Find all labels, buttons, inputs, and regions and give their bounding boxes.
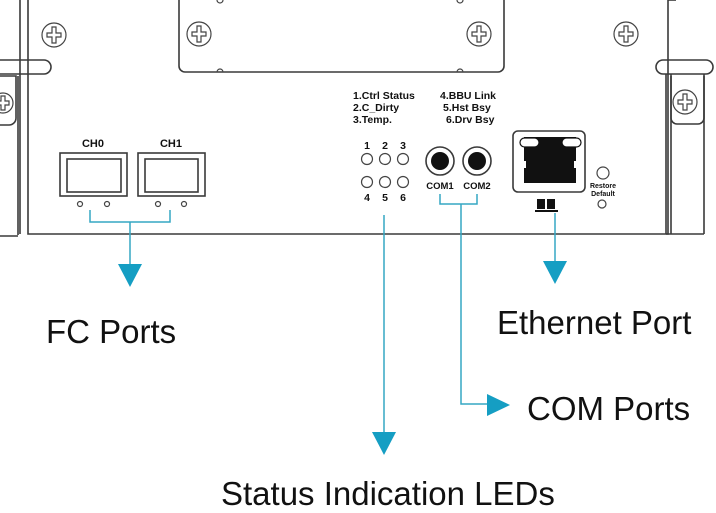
restore-label-2: Default [591, 191, 615, 198]
faceplate-screw-right-icon [613, 21, 639, 47]
led-6 [396, 175, 410, 189]
restore-default-button[interactable] [596, 166, 610, 180]
left-rail-screw-icon [0, 92, 14, 114]
right-rail-screw-icon [672, 89, 698, 115]
callout-fc-ports: FC Ports [46, 313, 177, 350]
fc-port-leds [76, 200, 188, 208]
led-3 [396, 152, 410, 166]
ethernet-icon [535, 199, 558, 212]
svg-text:6: 6 [400, 192, 406, 204]
svg-text:1: 1 [364, 140, 370, 152]
led-5 [378, 175, 392, 189]
top-cover-plate [178, 0, 505, 73]
status-leds-arrow-icon [372, 432, 396, 455]
svg-text:5: 5 [382, 192, 388, 204]
cover-screw-right-icon [466, 21, 492, 47]
ethernet-arrow-icon [543, 261, 567, 284]
led-legend-6: 6.Drv Bsy [446, 114, 495, 126]
led-legend-3: 3.Temp. [353, 114, 392, 126]
svg-text:3: 3 [400, 140, 406, 152]
fc-ch0-label: CH0 [82, 138, 104, 150]
fc-ports-arrow-icon [118, 264, 142, 287]
led-4 [360, 175, 374, 189]
restore-label-1: Restore [590, 183, 616, 190]
restore-led [597, 199, 607, 209]
com1-label: COM1 [426, 181, 454, 192]
faceplate-screw-left-icon [41, 22, 67, 48]
led-1 [360, 152, 374, 166]
com-ports-arrow-icon [487, 394, 510, 416]
callout-status-leds: Status Indication LEDs [221, 475, 555, 512]
fc-port-ch1[interactable] [137, 152, 206, 197]
led-legend-2: 2.C_Dirty [353, 102, 399, 114]
fc-ch1-label: CH1 [160, 138, 182, 150]
faceplate-outline [27, 0, 669, 235]
com2-port[interactable] [462, 146, 492, 176]
right-handle [655, 59, 714, 75]
left-bracket [0, 75, 17, 126]
fc-ports-leader [89, 210, 171, 264]
com-ports-leader [439, 194, 490, 405]
callout-ethernet-port: Ethernet Port [497, 304, 692, 341]
led-legend: 1.Ctrl Status 2.C_Dirty 3.Temp. 4.BBU Li… [353, 90, 496, 126]
led-2 [378, 152, 392, 166]
callout-com-ports: COM Ports [527, 390, 691, 427]
com1-port[interactable] [425, 146, 455, 176]
cover-screw-left-icon [186, 21, 212, 47]
left-handle [0, 59, 52, 75]
fc-port-ch0[interactable] [59, 152, 128, 197]
status-led-grid: 1 2 3 4 5 6 [360, 140, 410, 204]
led-legend-1: 1.Ctrl Status [353, 90, 415, 102]
svg-text:4: 4 [364, 192, 370, 204]
com2-label: COM2 [463, 181, 490, 192]
ethernet-port[interactable] [512, 130, 586, 193]
svg-text:2: 2 [382, 140, 388, 152]
led-legend-4: 4.BBU Link [440, 90, 496, 102]
right-bracket [670, 76, 705, 125]
led-legend-5: 5.Hst Bsy [443, 102, 491, 114]
